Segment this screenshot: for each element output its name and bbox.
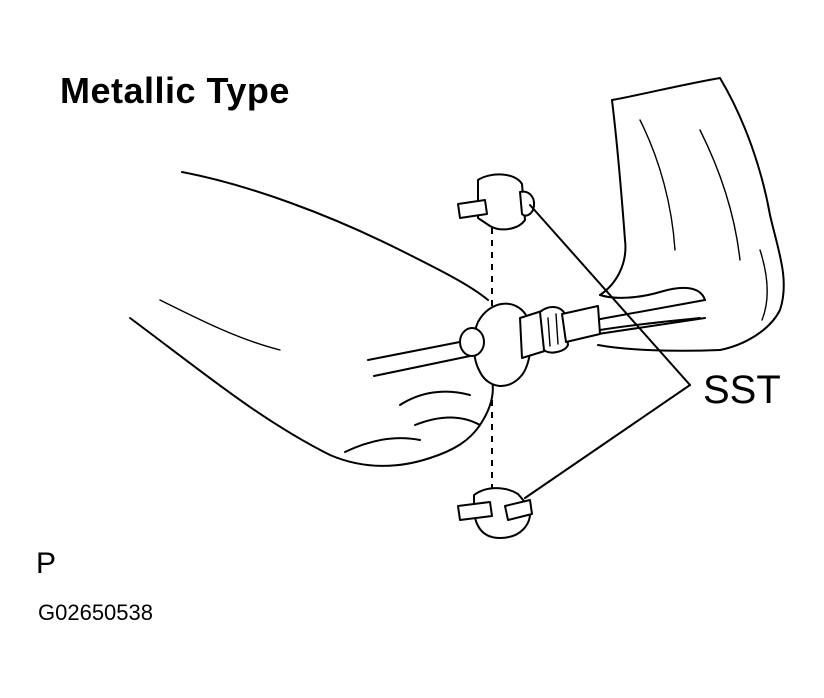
corner-mark: P bbox=[36, 547, 57, 580]
figure-code: G02650538 bbox=[38, 600, 153, 625]
right-hand bbox=[597, 77, 785, 352]
cable-shaft bbox=[367, 299, 706, 377]
sst-upper-half bbox=[457, 173, 536, 231]
sst-lower-half bbox=[457, 487, 533, 539]
sensor-body bbox=[459, 302, 601, 387]
left-hand bbox=[129, 171, 494, 467]
figure-title: Metallic Type bbox=[60, 70, 290, 111]
sst-leader-lines bbox=[524, 204, 691, 499]
sst-callout-label: SST bbox=[703, 368, 781, 412]
